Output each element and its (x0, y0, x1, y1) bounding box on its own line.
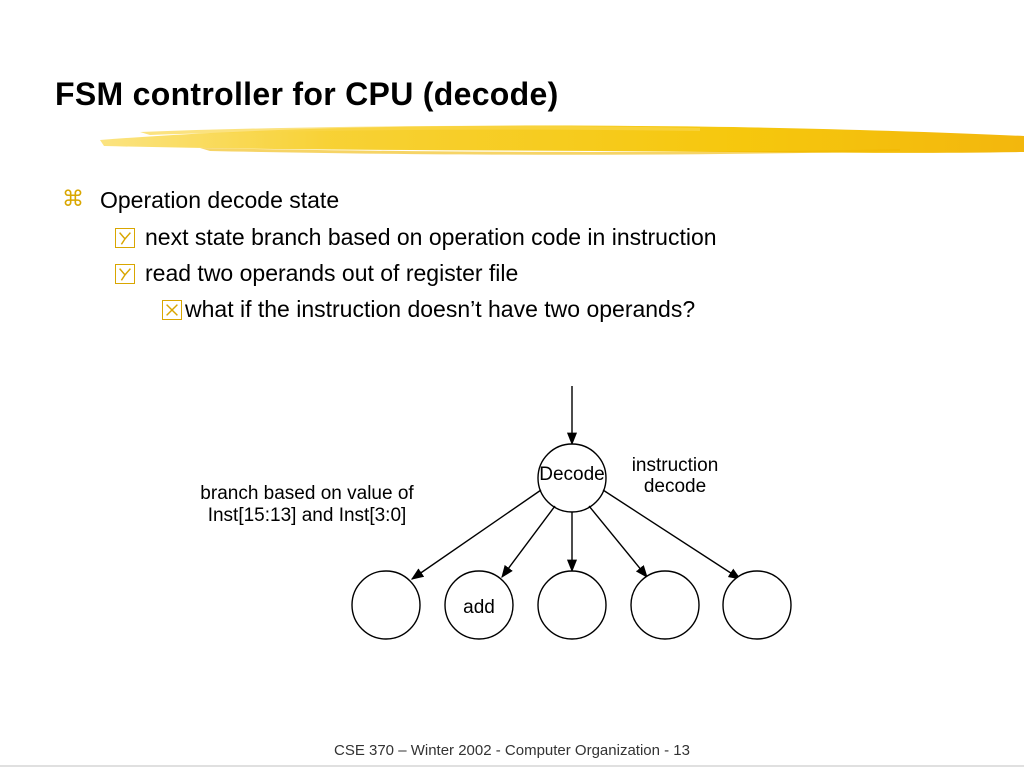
instruction-decode-note-line2: decode (644, 476, 706, 497)
next-state-circle-3 (537, 570, 607, 640)
slide-title: FSM controller for CPU (decode) (55, 76, 559, 112)
instruction-decode-note-line1: instruction (632, 455, 719, 476)
next-state-circle-5 (722, 570, 792, 640)
next-state-circle-1 (351, 570, 421, 640)
command-key-icon: ⌘ (62, 187, 84, 212)
slide-footer: CSE 370 – Winter 2002 - Computer Organiz… (0, 742, 1024, 759)
bullet-level2-read-operands: read two operands out of register file (145, 260, 519, 286)
y-box-icon (115, 228, 135, 248)
bullet-level3-two-operands: what if the instruction doesn’t have two… (185, 296, 696, 322)
transition-arrow-4 (588, 505, 648, 578)
decode-state-label: Decode (539, 464, 605, 485)
transition-arrow-2 (501, 505, 556, 579)
branch-note-line1: branch based on value of (200, 483, 414, 504)
transition-arrow-1 (410, 489, 542, 580)
add-state-label: add (463, 597, 495, 618)
footer-text: CSE 370 – Winter 2002 - Computer Organiz… (333, 742, 690, 759)
bullet-level2-next-state: next state branch based on operation cod… (145, 224, 717, 250)
x-box-icon (162, 300, 182, 320)
bullet-level1-operation-decode: Operation decode state (100, 187, 340, 213)
y-box-icon (115, 264, 135, 284)
transition-arrow-5 (602, 489, 742, 580)
next-state-circle-4 (630, 570, 700, 640)
branch-note-line2: Inst[15:13] and Inst[3:0] (208, 505, 407, 526)
yellow-swash-underline (100, 125, 1024, 155)
bottom-divider (0, 765, 1024, 767)
add-state-circle (444, 570, 514, 640)
